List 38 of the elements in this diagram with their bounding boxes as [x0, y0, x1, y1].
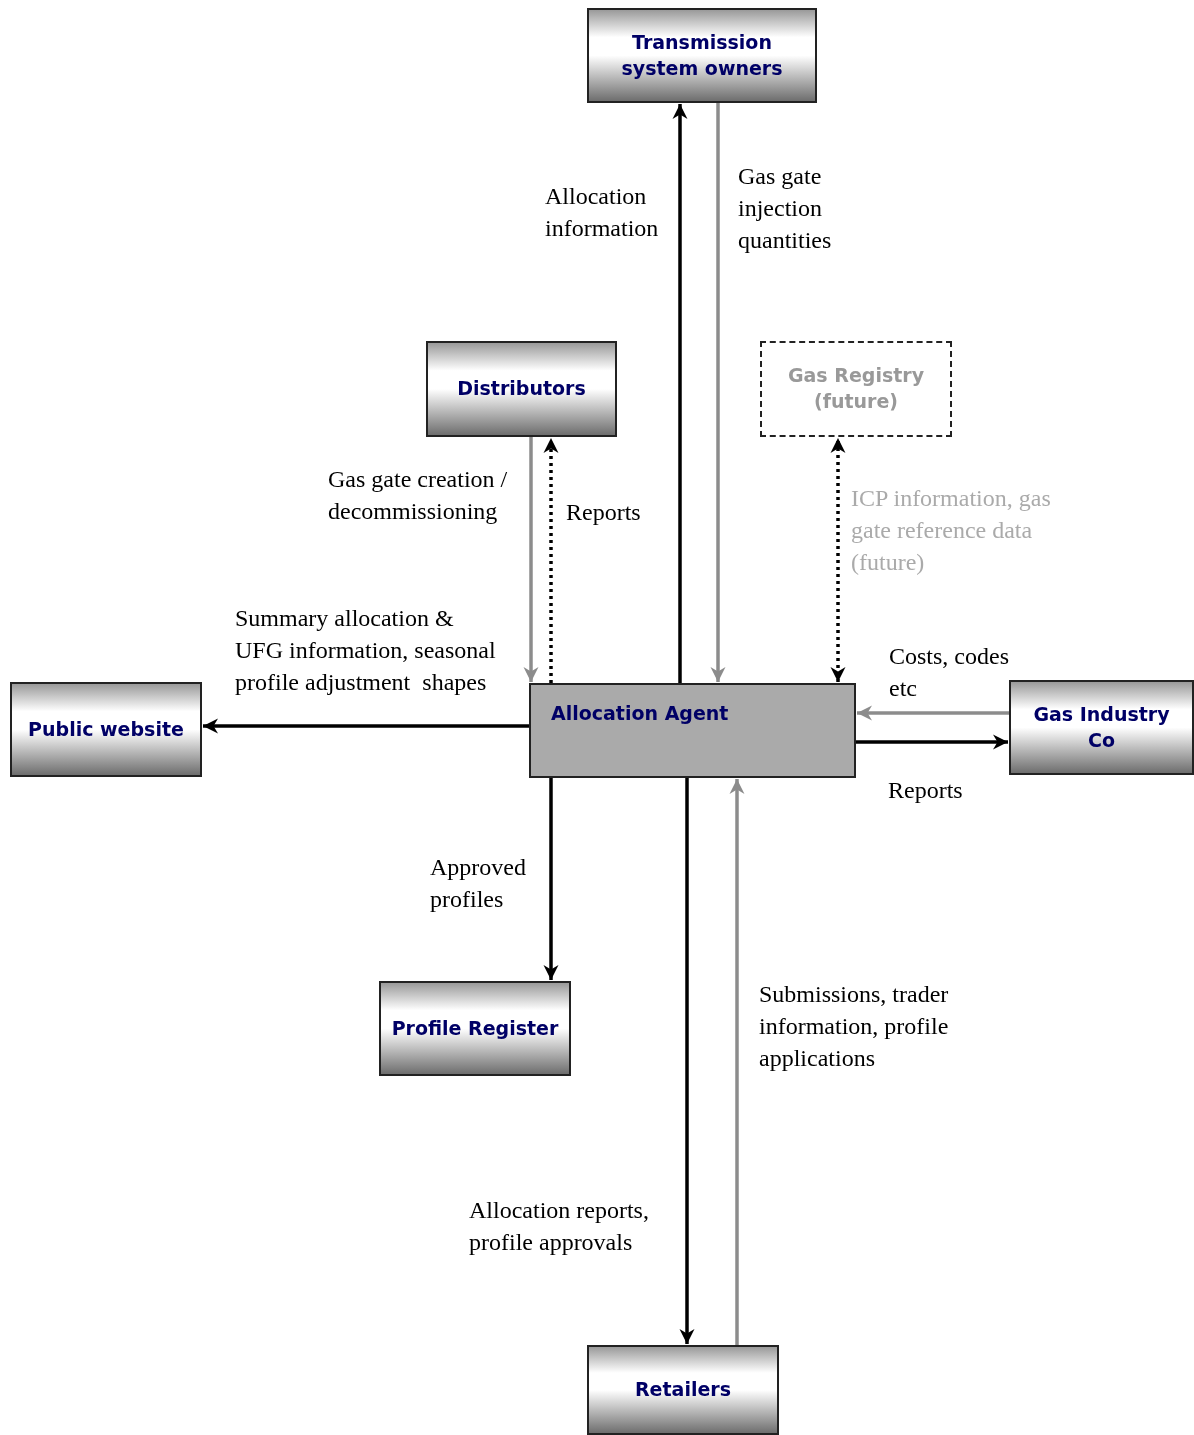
entity-box: [529, 683, 856, 778]
edge-label: Allocation information: [545, 182, 660, 243]
edge-label: Submissions, trader information, profile applications: [759, 980, 950, 1073]
arrow: [830, 438, 846, 682]
entity-box: [426, 341, 617, 437]
arrow: [672, 104, 688, 683]
node-label: Public website: [28, 716, 184, 742]
entity-box: [1009, 680, 1194, 775]
arrow: [856, 734, 1008, 750]
arrow: [729, 779, 745, 1345]
node-label: Distributors: [457, 376, 586, 402]
node-label: Gas Industry Co: [1032, 701, 1171, 753]
node-label: Retailers: [635, 1377, 731, 1403]
dashed-box: [760, 341, 952, 437]
arrow: [203, 718, 529, 734]
arrow: [543, 778, 559, 980]
entity-box: [379, 981, 571, 1076]
arrow: [543, 438, 559, 683]
arrow: [710, 103, 726, 682]
edge-label: Gas gate creation / decommissioning: [328, 465, 509, 526]
edge-label: ICP information, gas gate reference data (future): [851, 484, 1052, 577]
edge-label: Reports: [566, 498, 642, 527]
node-label: Allocation Agent: [551, 701, 729, 726]
node-label: Transmission system owners: [620, 29, 784, 81]
edge-label: Summary allocation & UFG information, seasonal profile adjustment shapes: [235, 604, 497, 697]
entity-box: [10, 682, 202, 777]
arrow: [679, 778, 695, 1344]
edge-label: Costs, codes etc: [889, 642, 1009, 703]
node-label: Profile Register: [391, 1015, 559, 1041]
node-label: Gas Registry (future): [786, 363, 926, 414]
arrow: [857, 705, 1009, 721]
edge-label: Approved profiles: [430, 853, 527, 914]
arrow: [523, 437, 539, 682]
edge-label: Allocation reports, profile approvals: [469, 1196, 650, 1257]
entity-box: [587, 8, 817, 103]
edge-label: Reports: [888, 776, 964, 805]
edge-label: Gas gate injection quantities: [738, 162, 833, 255]
entity-box: [587, 1345, 779, 1435]
